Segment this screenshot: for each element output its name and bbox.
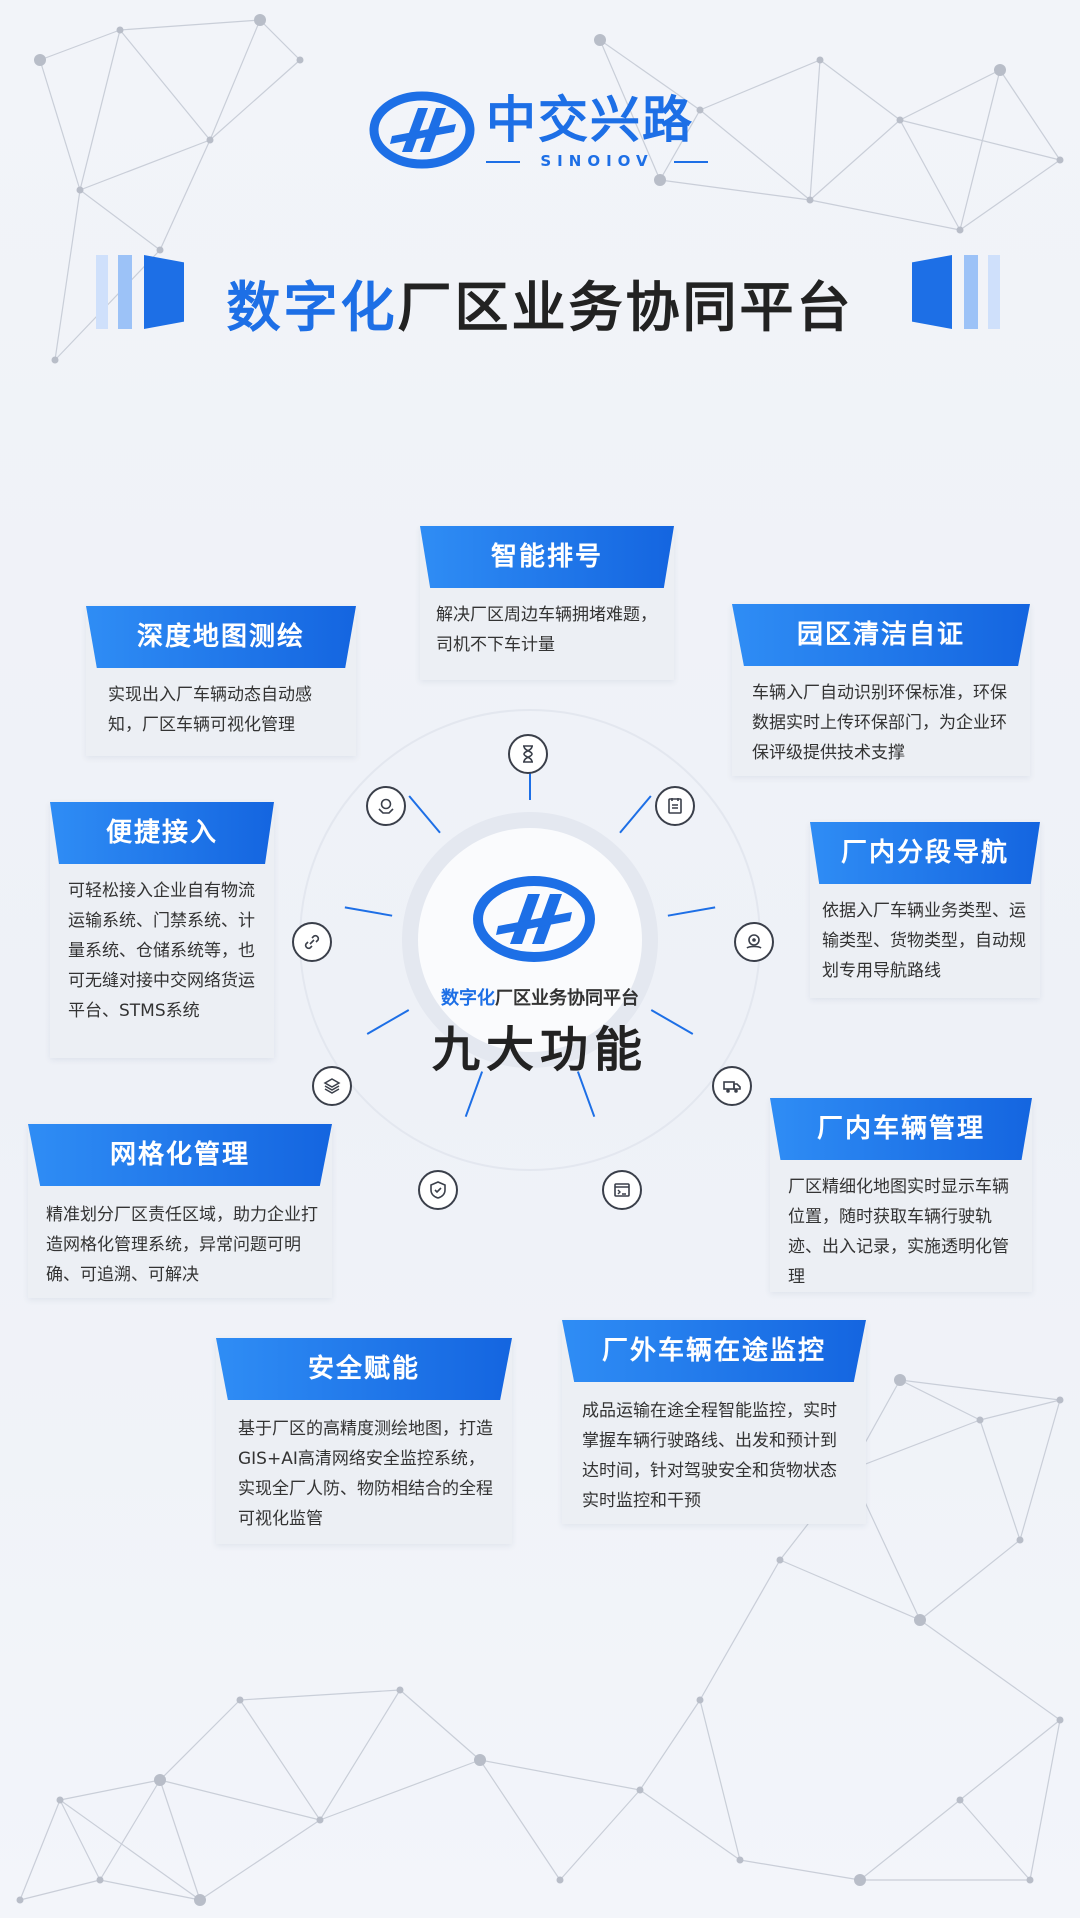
card-yuanqu: 园区清洁自证 车辆入厂自动识别环保标准，环保数据实时上传环保部门，为企业环保评级…	[732, 604, 1030, 776]
title-left-decoration	[96, 255, 188, 329]
center-subtitle: 数字化厂区业务协同平台	[441, 988, 639, 1009]
center-heading: 九大功能	[431, 1022, 648, 1078]
link-icon	[292, 922, 332, 962]
card-fenduan: 厂内分段导航 依据入厂车辆业务类型、运输类型、货物类型，自动规划专用导航路线	[810, 822, 1040, 998]
card-title: 园区清洁自证	[732, 604, 1030, 666]
monitor-icon	[602, 1170, 642, 1210]
card-zhinengpaihao: 智能排号 解决厂区周边车辆拥堵难题，司机不下车计量	[420, 526, 674, 680]
card-changwai: 厂外车辆在途监控 成品运输在途全程智能监控，实时掌握车辆行驶路线、出发和预计到达…	[562, 1320, 866, 1524]
card-bianjie: 便捷接入 可轻松接入企业自有物流运输系统、门禁系统、计量系统、仓储系统等，也可无…	[50, 802, 274, 1058]
card-title: 安全赋能	[216, 1338, 512, 1400]
card-wangge: 网格化管理 精准划分厂区责任区域，助力企业打造网格化管理系统，异常问题可明确、可…	[28, 1124, 332, 1298]
card-title: 智能排号	[420, 526, 674, 588]
card-desc: 实现出入厂车辆动态自动感知，厂区车辆可视化管理	[108, 685, 312, 735]
card-desc: 依据入厂车辆业务类型、运输类型、货物类型，自动规划专用导航路线	[822, 901, 1026, 981]
brand-name: 中交兴路	[486, 91, 694, 149]
card-title: 深度地图测绘	[86, 606, 356, 668]
brand-logo: 中交兴路 SINOIOV	[368, 90, 712, 170]
page-title: 数字化厂区业务协同平台	[226, 276, 854, 339]
card-desc: 精准划分厂区责任区域，助力企业打造网格化管理系统，异常问题可明确、可追溯、可解决	[46, 1205, 318, 1285]
card-anquan: 安全赋能 基于厂区的高精度测绘地图，打造GIS+AI高清网络安全监控系统，实现全…	[216, 1338, 512, 1544]
card-desc: 成品运输在途全程智能监控，实时掌握车辆行驶路线、出发和预计到达时间，针对驾驶安全…	[582, 1401, 837, 1511]
title-right-decoration	[912, 255, 1004, 329]
card-title: 便捷接入	[50, 802, 274, 864]
layers-icon	[312, 1066, 352, 1106]
card-desc: 解决厂区周边车辆拥堵难题，司机不下车计量	[436, 605, 657, 655]
card-desc: 可轻松接入企业自有物流运输系统、门禁系统、计量系统、仓储系统等，也可无缝对接中交…	[68, 881, 255, 1021]
card-shendu: 深度地图测绘 实现出入厂车辆动态自动感知，厂区车辆可视化管理	[86, 606, 356, 756]
card-changnei: 厂内车辆管理 厂区精细化地图实时显示车辆位置，随时获取车辆行驶轨迹、出入记录，实…	[770, 1098, 1032, 1292]
card-desc: 车辆入厂自动识别环保标准，环保数据实时上传环保部门，为企业环保评级提供技术支撑	[752, 683, 1007, 763]
document-icon	[655, 786, 695, 826]
hourglass-icon	[508, 734, 548, 774]
map-pin-icon	[366, 786, 406, 826]
location-icon	[734, 922, 774, 962]
title-banner: 数字化厂区业务协同平台	[0, 255, 1080, 339]
card-desc: 厂区精细化地图实时显示车辆位置，随时获取车辆行驶轨迹、出入记录，实施透明化管理	[788, 1177, 1009, 1287]
card-desc: 基于厂区的高精度测绘地图，打造GIS+AI高清网络安全监控系统，实现全厂人防、物…	[238, 1419, 493, 1529]
card-title: 厂外车辆在途监控	[562, 1320, 866, 1382]
shield-icon	[418, 1170, 458, 1210]
brand-mark-icon	[369, 91, 475, 169]
card-title: 厂内车辆管理	[770, 1098, 1032, 1160]
card-title: 厂内分段导航	[810, 822, 1040, 884]
card-title: 网格化管理	[28, 1124, 332, 1186]
center-logo-icon	[473, 876, 595, 962]
brand-sub: SINOIOV	[486, 152, 708, 170]
truck-icon	[712, 1066, 752, 1106]
